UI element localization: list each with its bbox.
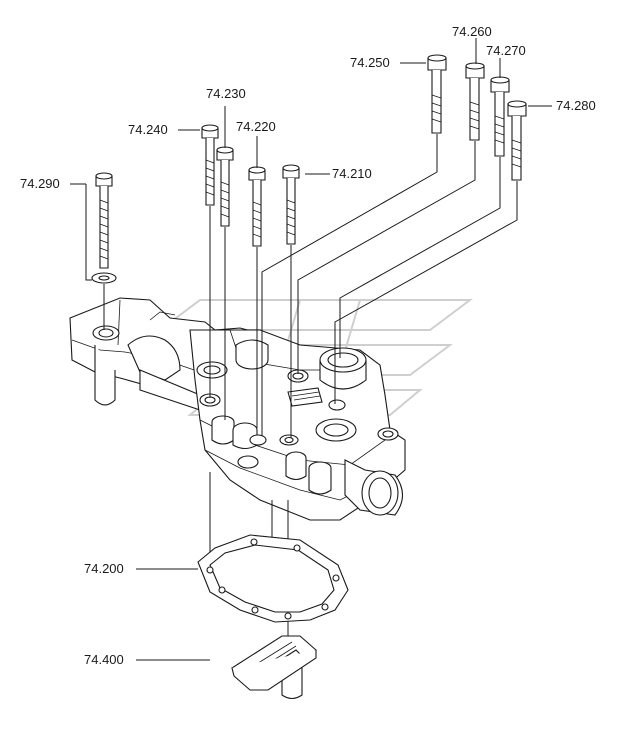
callout-74-220: 74.220 (236, 119, 276, 134)
bolt-74-230 (216, 146, 234, 227)
bolt-74-260 (465, 62, 485, 141)
callout-74-240: 74.240 (128, 122, 168, 137)
callout-leaders (70, 38, 552, 661)
plate-74-400 (231, 635, 317, 700)
bolt-74-210 (282, 164, 300, 245)
cylinder-head-housing (69, 297, 406, 521)
bolt-74-280 (507, 100, 527, 181)
bolt-74-220 (248, 166, 266, 247)
callout-74-400: 74.400 (84, 652, 124, 667)
gasket-74-200 (197, 534, 349, 623)
bolt-74-250 (427, 54, 447, 134)
callout-74-250: 74.250 (350, 55, 390, 70)
bolt-74-240 (201, 124, 219, 206)
callout-74-270: 74.270 (486, 43, 526, 58)
callout-74-210: 74.210 (332, 166, 372, 181)
callout-74-280: 74.280 (556, 98, 596, 113)
callout-74-260: 74.260 (452, 24, 492, 39)
callout-74-230: 74.230 (206, 86, 246, 101)
bolt-74-290 (91, 172, 117, 284)
callout-74-290: 74.290 (20, 176, 60, 191)
callout-74-200: 74.200 (84, 561, 124, 576)
bolt-74-270 (490, 76, 510, 157)
callout-labels: 74.210 74.220 74.230 74.240 74.250 74.26… (20, 24, 596, 667)
